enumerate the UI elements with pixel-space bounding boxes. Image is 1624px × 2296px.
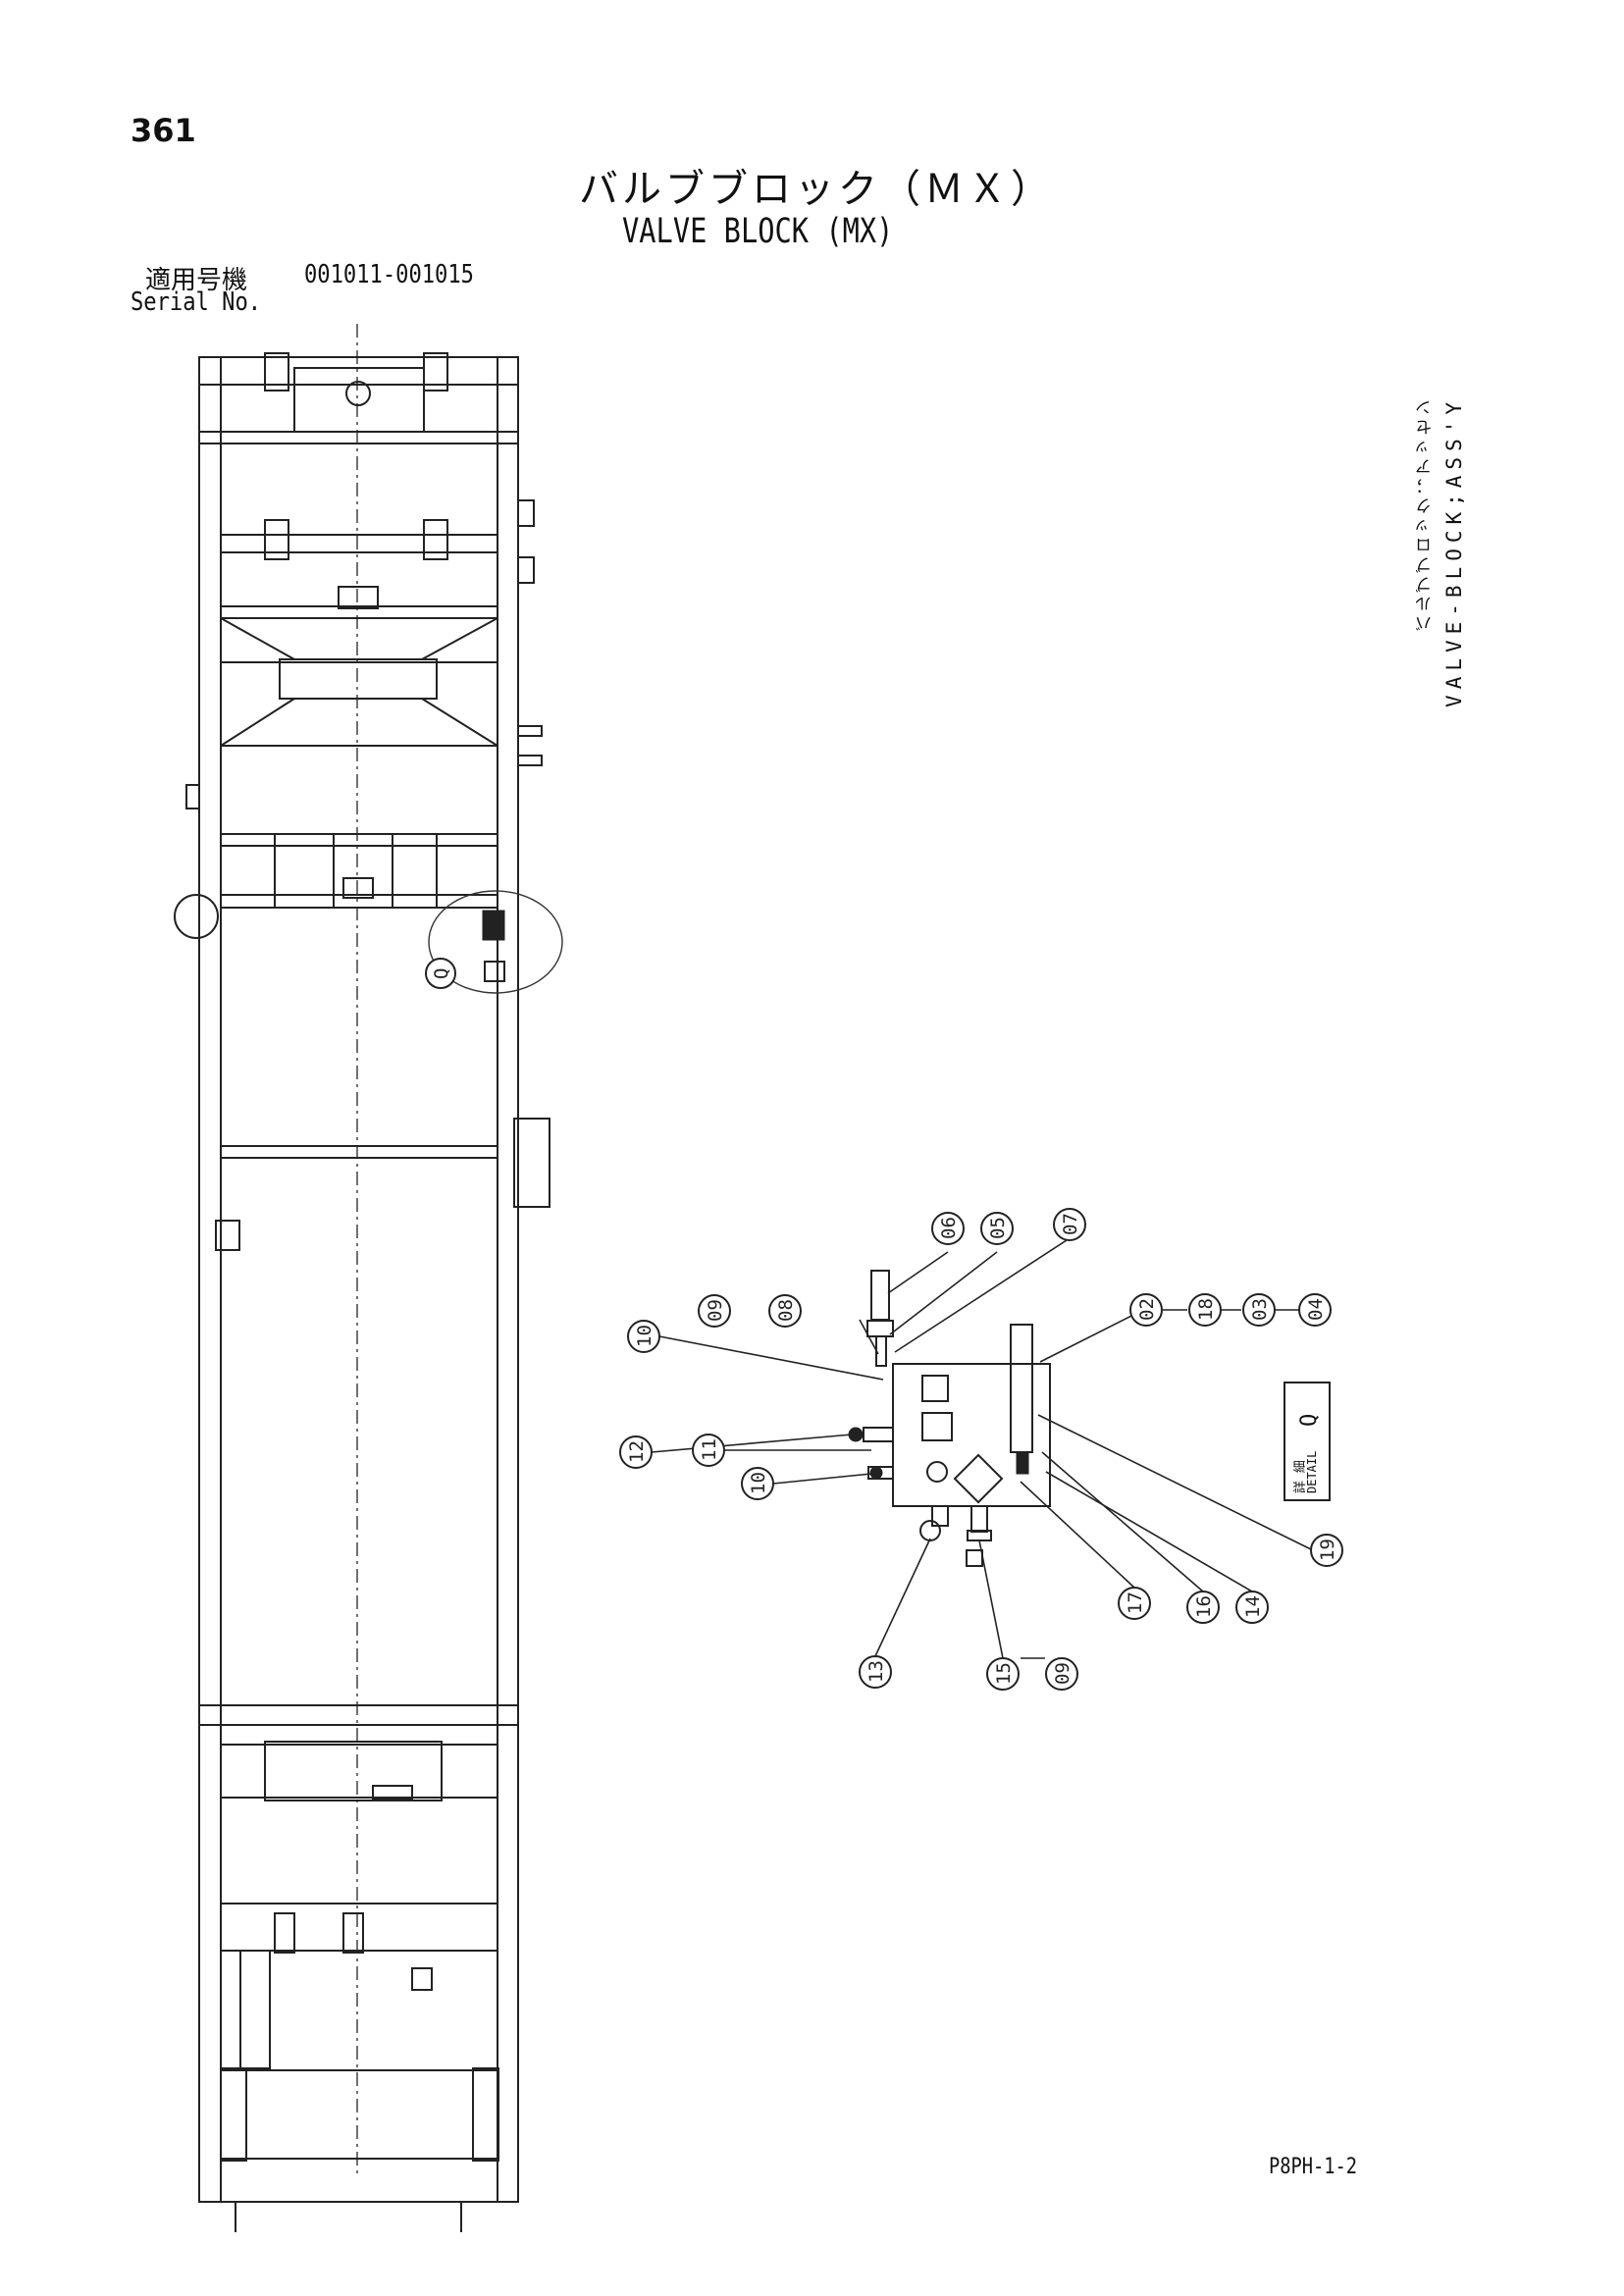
svg-text:10: 10 [748,1472,769,1494]
callout-leaders [651,1237,1314,1659]
svg-text:03: 03 [1249,1298,1271,1321]
callout-16: 16 [1186,1591,1220,1624]
serial-label-japanese: 適用号機 [145,266,248,295]
callout-10-top: 10 [627,1320,660,1353]
detail-label-box: 詳 細 DETAIL Q [1283,1382,1331,1501]
title-english: VALVE BLOCK (MX) [622,212,894,251]
svg-text:15: 15 [993,1662,1015,1685]
callout-09-bottom: 09 [1045,1657,1078,1691]
serial-range: 001011-001015 [304,260,474,289]
callout-15: 15 [986,1657,1020,1691]
callout-group: 06 05 07 09 08 10 02 18 03 04 12 11 10 1… [425,958,1343,1691]
svg-text:04: 04 [1305,1298,1327,1321]
svg-text:19: 19 [1317,1539,1338,1561]
callout-19: 19 [1310,1534,1343,1567]
callout-03: 03 [1242,1293,1276,1327]
svg-text:08: 08 [775,1299,797,1322]
svg-text:Q: Q [431,968,452,979]
svg-text:16: 16 [1193,1595,1215,1618]
callout-18: 18 [1188,1293,1222,1327]
svg-text:06: 06 [938,1217,960,1239]
callout-05: 05 [980,1212,1014,1245]
callout-10-bottom: 10 [741,1467,774,1500]
svg-text:11: 11 [699,1438,720,1461]
detail-marker: Q [425,958,456,989]
callout-11: 11 [692,1434,725,1467]
callout-09-top: 09 [698,1294,731,1328]
svg-text:17: 17 [1125,1592,1146,1614]
callout-13: 13 [859,1655,892,1689]
svg-text:10: 10 [634,1325,655,1347]
svg-text:09: 09 [1052,1662,1074,1685]
callout-17: 17 [1118,1587,1151,1620]
valve-block-assembly [848,1270,1051,1567]
serial-label-english: Serial No. [131,287,262,317]
callout-08: 08 [768,1294,802,1328]
callout-04: 04 [1298,1293,1332,1327]
svg-text:09: 09 [705,1299,726,1322]
callout-14: 14 [1235,1591,1269,1624]
svg-text:05: 05 [987,1217,1009,1239]
title-japanese: バルブブロック（ＭＸ） [579,167,1054,212]
svg-text:02: 02 [1136,1298,1158,1321]
callout-07: 07 [1053,1208,1086,1241]
drawing-code: P8PH-1-2 [1269,2155,1358,2179]
detail-label-english: DETAIL [1305,1450,1319,1493]
callout-02: 02 [1129,1293,1163,1327]
svg-text:14: 14 [1242,1595,1264,1618]
svg-text:13: 13 [865,1660,887,1683]
page-number: 361 [131,112,196,149]
svg-text:18: 18 [1195,1298,1217,1321]
detail-letter: Q [1297,1413,1322,1427]
chassis-frame [174,352,563,2232]
callout-06: 06 [931,1212,965,1245]
callout-12: 12 [619,1435,653,1469]
svg-text:12: 12 [626,1440,648,1463]
svg-text:07: 07 [1060,1213,1081,1235]
